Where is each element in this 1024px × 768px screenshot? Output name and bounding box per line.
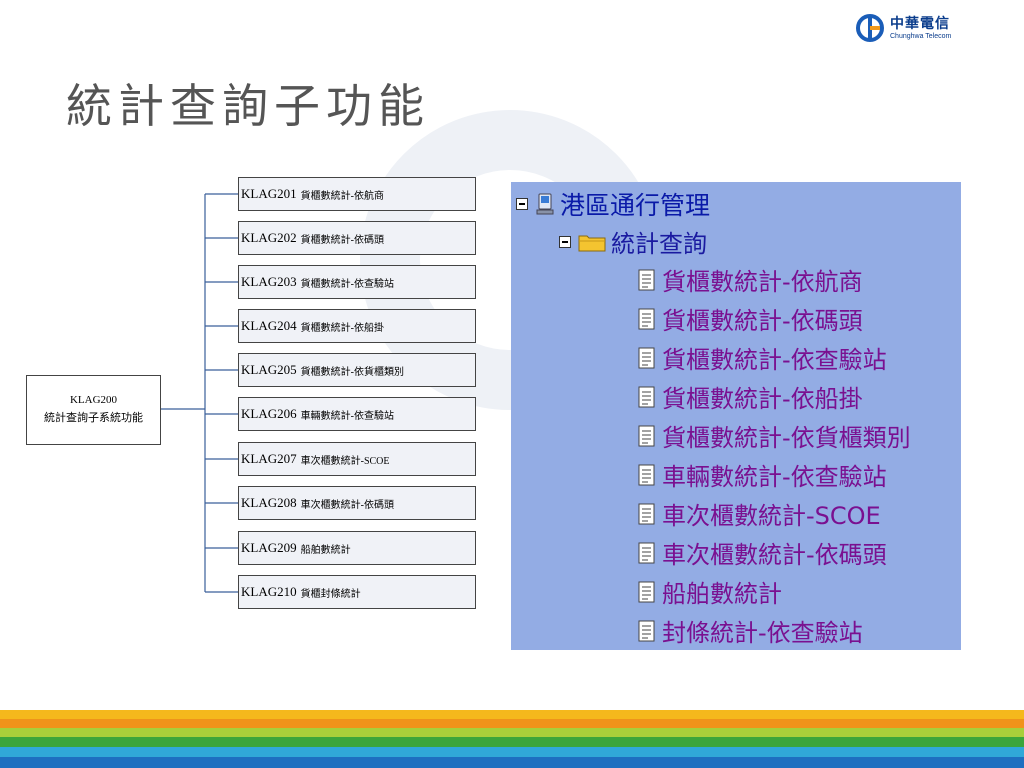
node-label: 貨櫃數統計-依航商: [300, 190, 384, 202]
tree-item[interactable]: 貨櫃數統計-依查驗站: [636, 340, 887, 375]
document-icon: [638, 425, 655, 446]
tree-item-label: 貨櫃數統計-依船掛: [662, 385, 863, 413]
menu-tree-panel: 港區通行管理 統計查詢 貨櫃數統計-依航商 貨櫃數統計-依碼頭 貨櫃數統計-依查…: [511, 182, 961, 650]
footer-stripe: [0, 747, 1024, 757]
node-code: KLAG204: [241, 318, 297, 333]
footer-stripe: [0, 710, 1024, 719]
tree-root-label: 港區通行管理: [560, 191, 711, 220]
document-icon: [638, 542, 655, 563]
node-code: KLAG206: [241, 406, 297, 421]
collapse-toggle-icon[interactable]: [559, 235, 571, 248]
folder-icon: [578, 235, 606, 251]
tree-item[interactable]: 封條統計-依查驗站: [636, 613, 863, 648]
node-code: KLAG202: [241, 230, 297, 245]
node-label: 船舶數統計: [300, 544, 351, 556]
root-label: 統計查詢子系統功能: [44, 412, 143, 424]
tree-item-label: 貨櫃數統計-依航商: [662, 268, 863, 296]
document-icon: [638, 347, 655, 368]
logo-name-zh: 中華電信: [890, 15, 950, 32]
footer-stripe: [0, 728, 1024, 737]
tree-item-label: 船舶數統計: [662, 580, 782, 608]
node-label: 貨櫃封條統計: [300, 588, 361, 600]
footer-stripe: [0, 719, 1024, 728]
computer-icon: [536, 193, 554, 215]
document-icon: [638, 269, 655, 290]
tree-item[interactable]: 車次櫃數統計-SCOE: [636, 496, 881, 531]
tree-root-node[interactable]: 港區通行管理: [516, 186, 710, 222]
chunghwa-logo-icon: [856, 14, 884, 42]
document-icon: [638, 308, 655, 329]
document-icon: [638, 581, 655, 602]
node-label: 貨櫃數統計-依查驗站: [300, 278, 394, 290]
node-code: KLAG207: [241, 451, 297, 466]
company-logo: 中華電信 Chunghwa Telecom: [856, 14, 951, 42]
node-label: 貨櫃數統計-依船掛: [300, 322, 384, 334]
root-function-box: KLAG200 統計查詢子系統功能: [26, 375, 161, 445]
tree-item-label: 車次櫃數統計-SCOE: [662, 502, 881, 530]
node-code: KLAG201: [241, 186, 297, 201]
tree-item[interactable]: 車次櫃數統計-依碼頭: [636, 535, 887, 570]
node-code: KLAG203: [241, 274, 297, 289]
page-title: 統計查詢子功能: [66, 79, 430, 133]
root-code: KLAG200: [69, 394, 118, 406]
document-icon: [638, 503, 655, 524]
node-label: 車輛數統計-依查驗站: [300, 410, 394, 422]
logo-name-en: Chunghwa Telecom: [890, 32, 952, 40]
node-label: 車次櫃數統計-SCOE: [300, 455, 390, 467]
tree-item-label: 封條統計-依查驗站: [662, 619, 863, 647]
node-code: KLAG210: [241, 584, 297, 599]
document-icon: [638, 620, 655, 641]
tree-item[interactable]: 貨櫃數統計-依貨櫃類別: [636, 418, 911, 453]
node-code: KLAG208: [241, 495, 297, 510]
node-label: 貨櫃數統計-依碼頭: [300, 234, 384, 246]
tree-item-label: 貨櫃數統計-依查驗站: [662, 346, 887, 374]
tree-item[interactable]: 貨櫃數統計-依碼頭: [636, 301, 863, 336]
document-icon: [638, 464, 655, 485]
footer-stripe: [0, 757, 1024, 768]
node-code: KLAG209: [241, 540, 297, 555]
tree-item-label: 車次櫃數統計-依碼頭: [662, 541, 887, 569]
document-icon: [638, 386, 655, 407]
tree-item-label: 車輛數統計-依查驗站: [662, 463, 887, 491]
node-label: 車次櫃數統計-依碼頭: [300, 499, 394, 511]
tree-item[interactable]: 船舶數統計: [636, 574, 782, 609]
collapse-toggle-icon[interactable]: [516, 198, 528, 210]
tree-item[interactable]: 貨櫃數統計-依船掛: [636, 379, 863, 414]
tree-item-label: 貨櫃數統計-依碼頭: [662, 307, 863, 335]
tree-folder-node[interactable]: 統計查詢: [559, 224, 707, 259]
tree-item[interactable]: 貨櫃數統計-依航商: [636, 262, 863, 297]
tree-item[interactable]: 車輛數統計-依查驗站: [636, 457, 887, 492]
node-label: 貨櫃數統計-依貨櫃類別: [300, 366, 404, 378]
footer-stripe: [0, 737, 1024, 747]
tree-item-label: 貨櫃數統計-依貨櫃類別: [662, 424, 911, 452]
node-code: KLAG205: [241, 362, 297, 377]
tree-folder-label: 統計查詢: [611, 230, 707, 258]
